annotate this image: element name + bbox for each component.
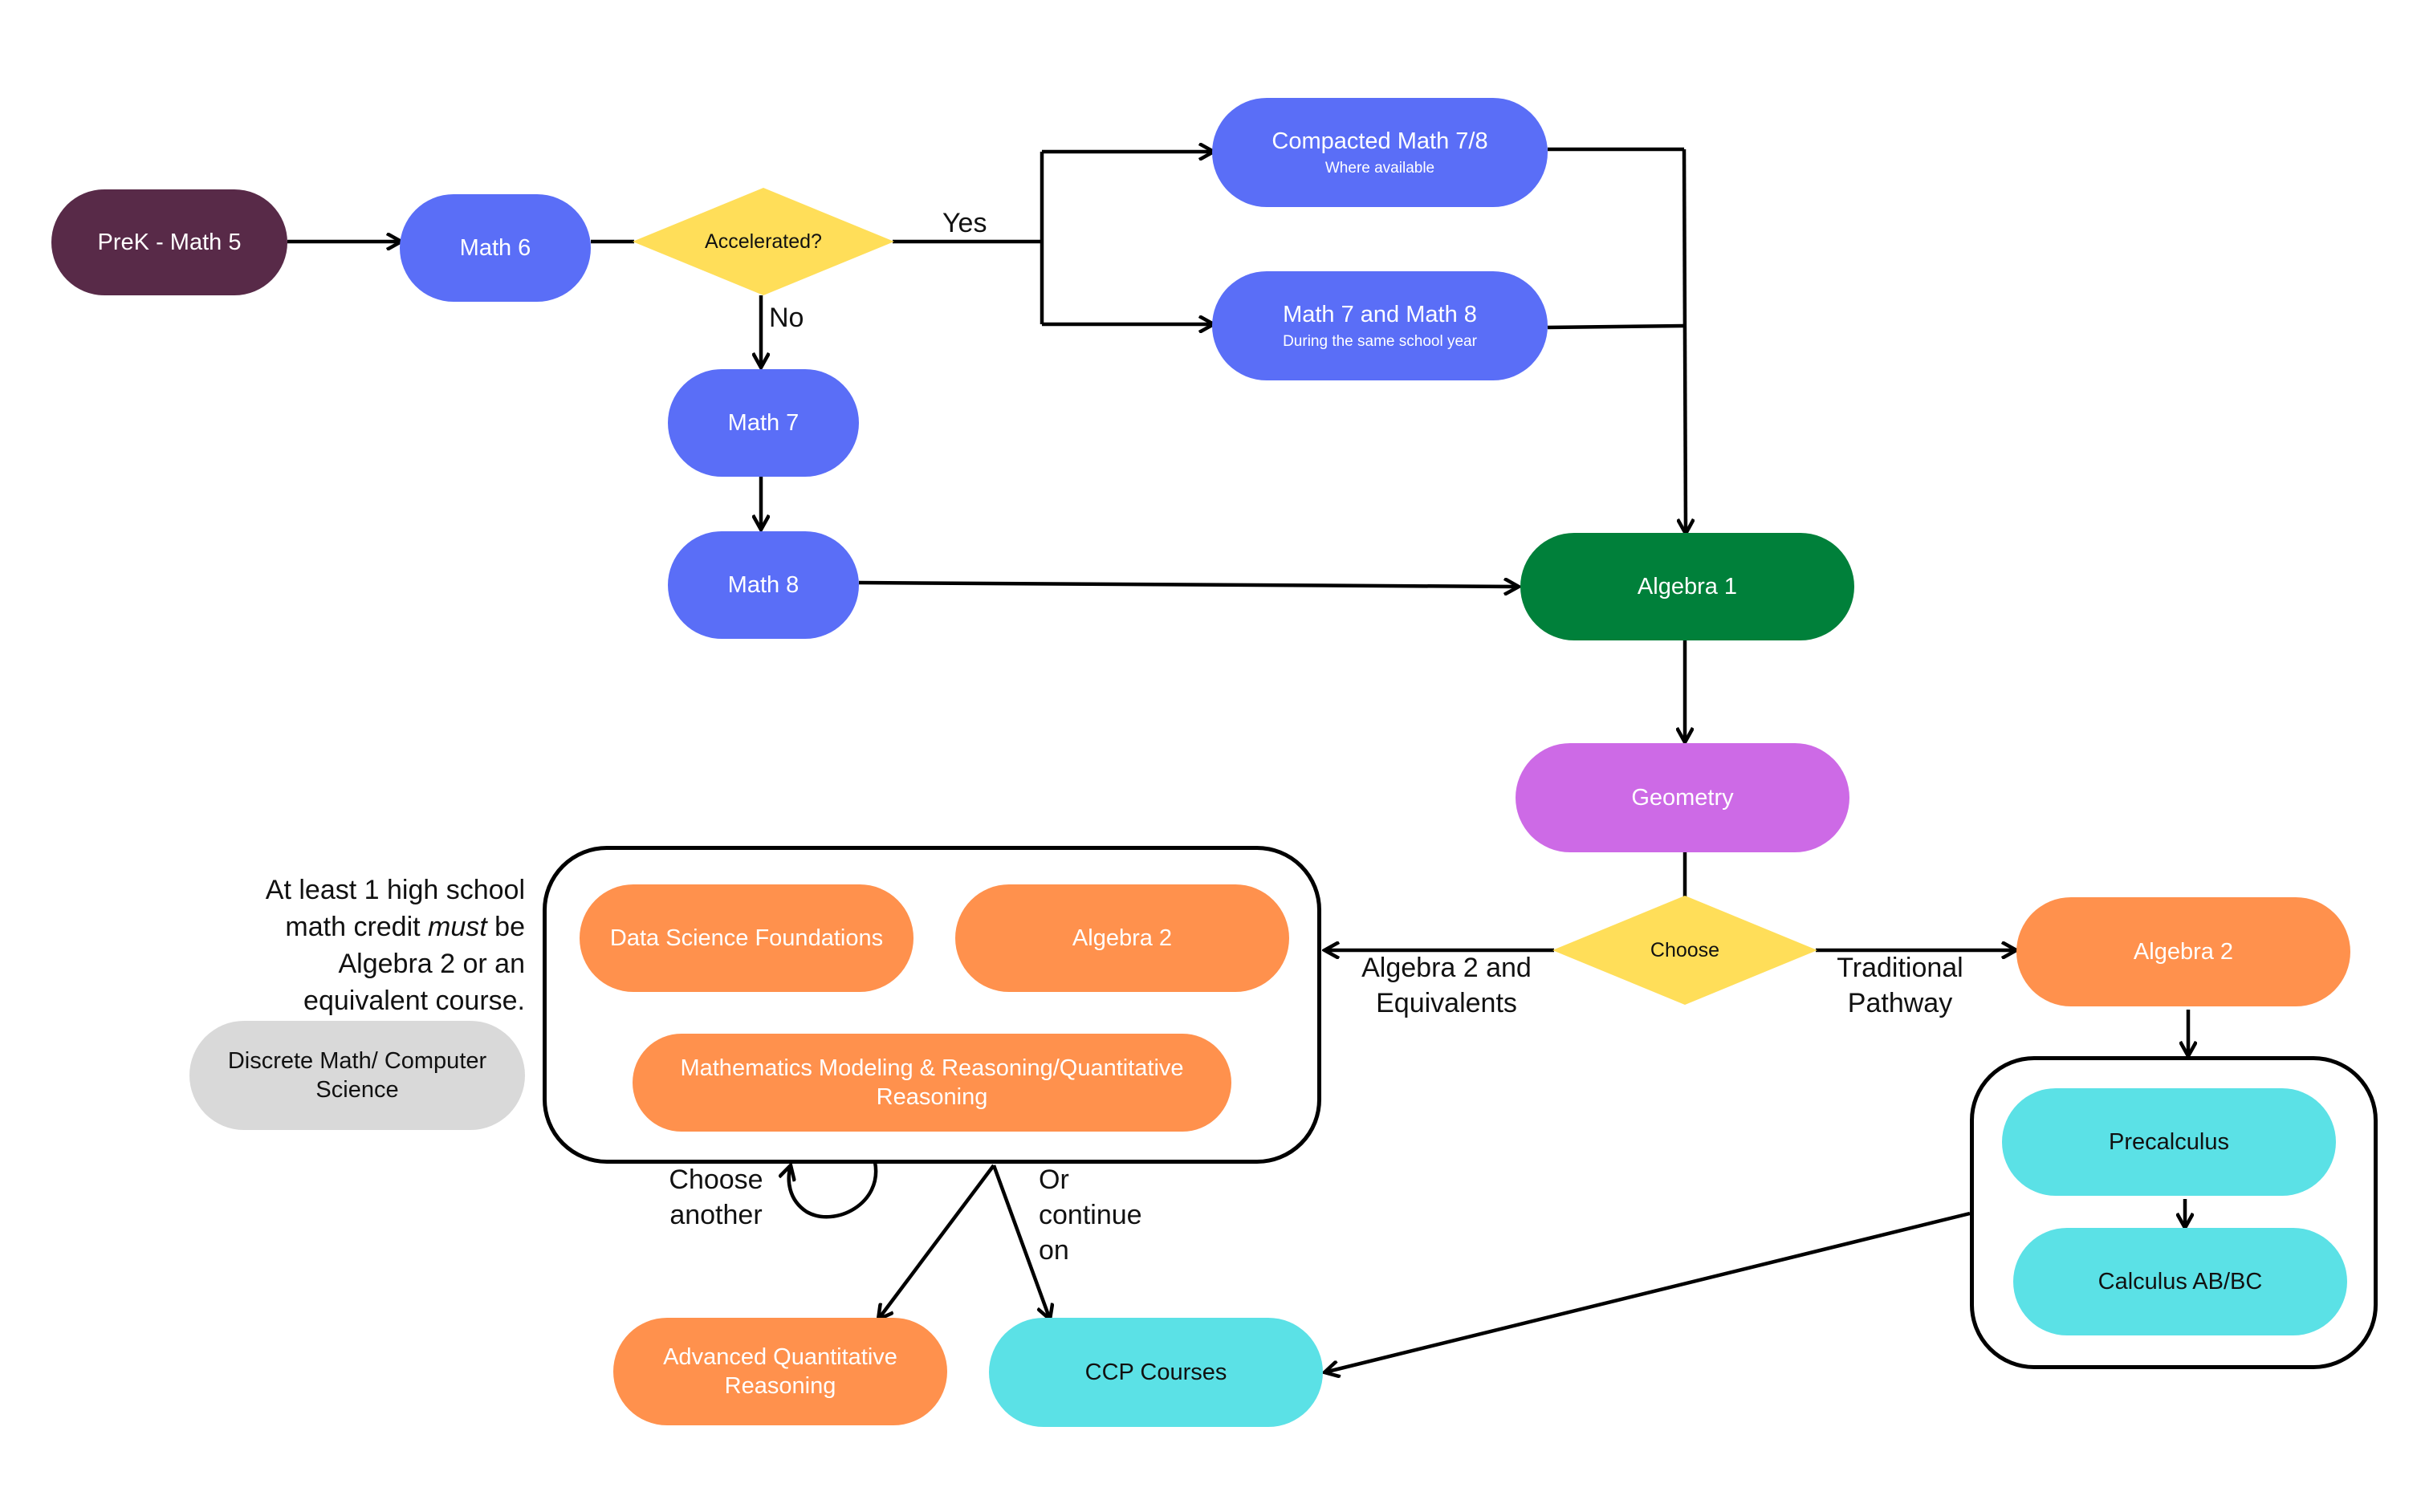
edge-label-yes: Yes <box>942 208 987 238</box>
node-label: Discrete Math/ Computer Science <box>227 1047 487 1103</box>
edge-label-no: No <box>769 303 804 333</box>
node-label: Compacted Math 7/8 <box>1272 128 1488 154</box>
edge-equiv-ccp <box>991 1164 1050 1319</box>
note-text-before: At least 1 high school math credit <box>265 875 525 942</box>
node-math-modeling: Mathematics Modeling & Reasoning/Quantit… <box>633 1034 1231 1132</box>
note-text-after: be Algebra 2 or an equivalent course. <box>303 912 525 1016</box>
edge-merge-algebra1 <box>1684 148 1686 534</box>
edge-label-traditional-pathway: Traditional Pathway <box>1837 953 1963 1018</box>
edge-calc-group-ccp <box>1324 1211 1971 1372</box>
node-math7-and-math8: Math 7 and Math 8 During the same school… <box>1212 271 1548 380</box>
node-label: Math 8 <box>727 571 800 598</box>
node-label: Math 6 <box>459 234 531 261</box>
edge-label-algebra2-equivalents: Algebra 2 and Equivalents <box>1361 953 1532 1018</box>
node-label: Mathematics Modeling & Reasoning/Quantit… <box>680 1055 1184 1110</box>
node-geometry: Geometry <box>1516 743 1849 852</box>
node-compacted-math78: Compacted Math 7/8 Where available <box>1212 98 1548 207</box>
node-label: PreK - Math 5 <box>97 229 242 255</box>
node-ccp-courses: CCP Courses <box>989 1318 1323 1427</box>
decision-accelerated: Accelerated? <box>633 188 894 295</box>
edge-math78-out <box>1547 323 1685 330</box>
decision-choose: Choose <box>1552 896 1817 1005</box>
node-sublabel: Where available <box>1324 160 1435 177</box>
edge-equiv-aqr <box>878 1164 995 1319</box>
edge-math8-algebra1 <box>858 583 1519 587</box>
node-label: Algebra 2 <box>1072 925 1173 951</box>
node-label: Precalculus <box>2109 1128 2229 1155</box>
node-algebra1: Algebra 1 <box>1520 533 1854 640</box>
node-math7: Math 7 <box>668 369 859 477</box>
node-discrete-math: Discrete Math/ Computer Science <box>189 1021 525 1130</box>
calculus-group <box>1970 1056 2378 1369</box>
node-precalculus: Precalculus <box>2002 1088 2336 1196</box>
node-label: Algebra 1 <box>1637 573 1738 600</box>
node-sublabel: During the same school year <box>1283 333 1477 351</box>
decision-label: Accelerated? <box>705 230 822 253</box>
edge-label-choose-another: Choose another <box>669 1164 763 1230</box>
node-algebra2-traditional: Algebra 2 <box>2016 897 2350 1006</box>
node-label: Math 7 <box>727 409 800 436</box>
node-label: Algebra 2 <box>2133 938 2234 965</box>
node-prek-math5: PreK - Math 5 <box>51 189 287 295</box>
equivalents-group <box>543 846 1321 1164</box>
edge-label-or-continue-on: Or continue on <box>1039 1164 1142 1266</box>
node-advanced-quantitative-reasoning: Advanced Quantitative Reasoning <box>613 1318 947 1425</box>
node-label: CCP Courses <box>1084 1359 1227 1385</box>
node-math6: Math 6 <box>400 194 591 302</box>
node-label: Math 7 and Math 8 <box>1283 302 1477 327</box>
edge-choose-another-loop <box>789 1162 878 1219</box>
node-math8: Math 8 <box>668 531 859 639</box>
note-emphasis: must <box>428 912 487 942</box>
node-label: Data Science Foundations <box>609 925 884 951</box>
node-label: Calculus AB/BC <box>2098 1268 2263 1295</box>
node-calculus: Calculus AB/BC <box>2013 1228 2347 1335</box>
decision-label: Choose <box>1650 938 1720 961</box>
node-label: Geometry <box>1631 784 1734 811</box>
requirement-note: At least 1 high school math credit must … <box>241 872 525 1019</box>
node-algebra2-equivalent: Algebra 2 <box>955 884 1289 992</box>
node-label: Advanced Quantitative Reasoning <box>663 1343 897 1399</box>
node-data-science-foundations: Data Science Foundations <box>580 884 913 992</box>
